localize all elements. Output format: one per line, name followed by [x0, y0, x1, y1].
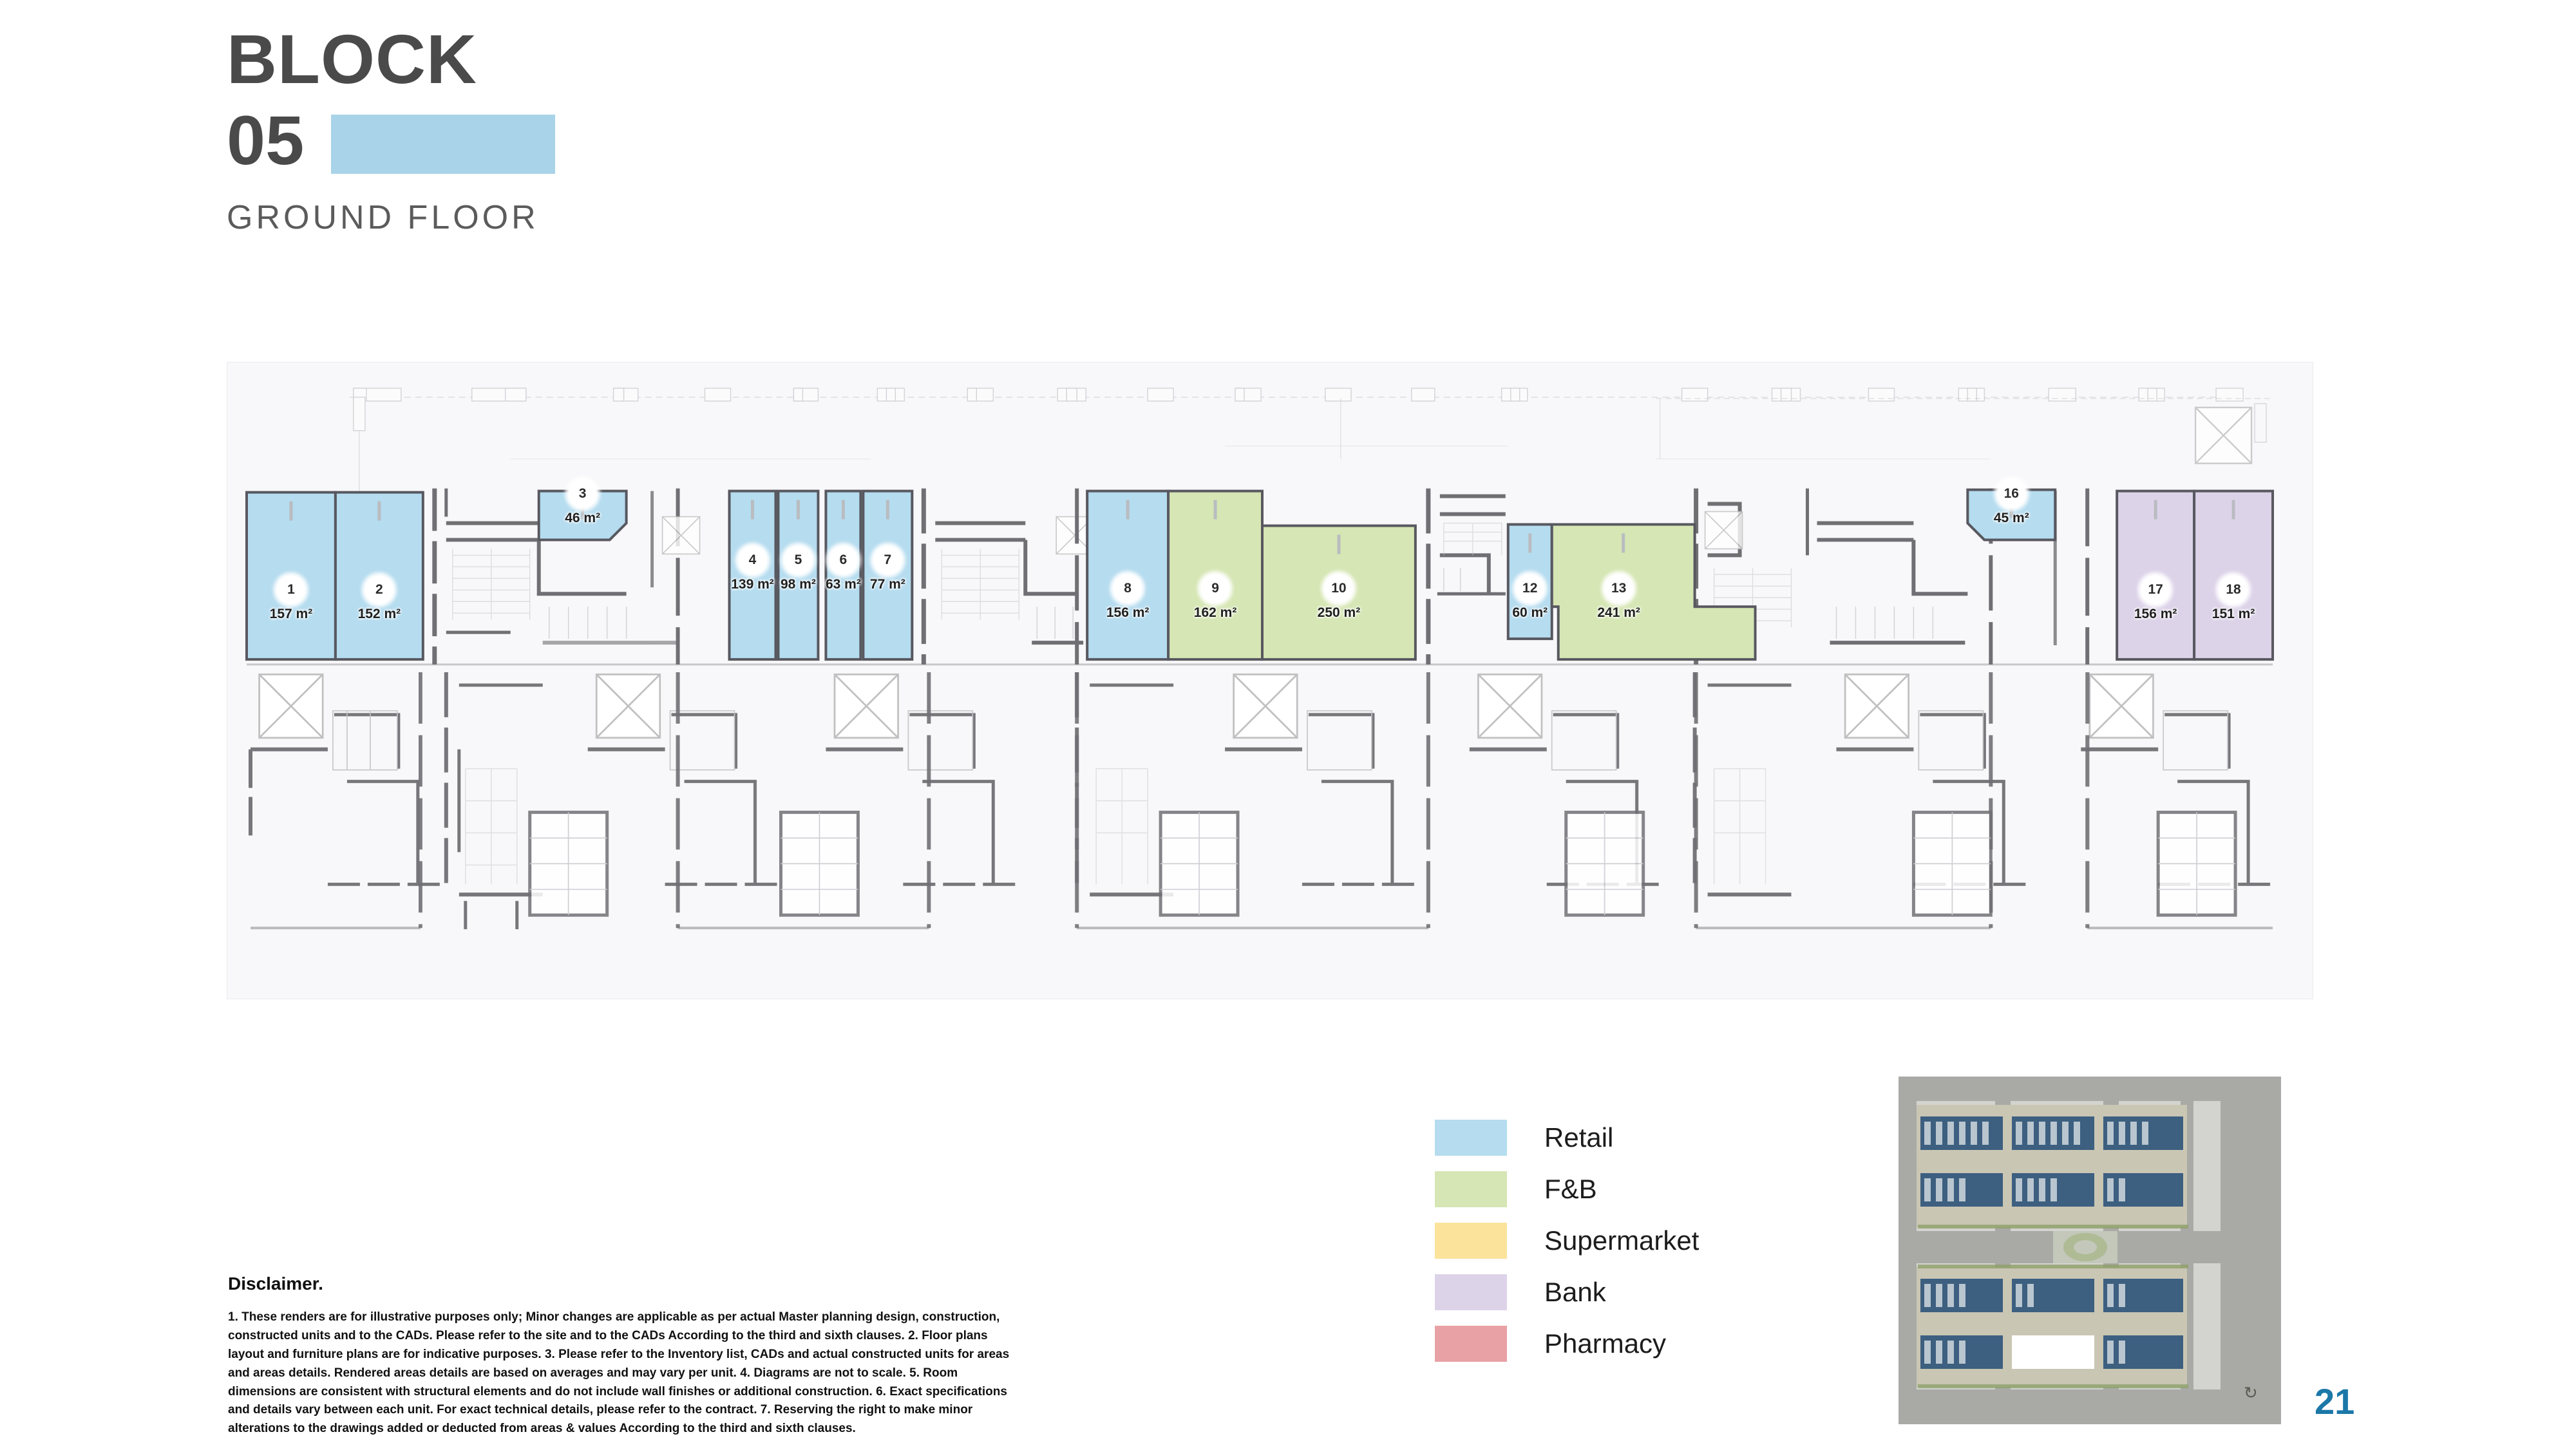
highlighted-block — [2012, 1335, 2094, 1369]
dimension-line-right — [1340, 398, 2275, 459]
unit-shape-6[interactable] — [824, 489, 862, 661]
block-number-row: 05 — [227, 101, 556, 179]
legend-item-retail: Retail — [1435, 1118, 1699, 1158]
legend-item-bank: Bank — [1435, 1272, 1699, 1312]
floor-plan-drawing — [227, 362, 2313, 999]
unit-shapes — [245, 488, 2275, 661]
title-color-swatch — [331, 115, 556, 174]
legend-label: Retail — [1544, 1122, 1614, 1153]
dimension-line-top — [349, 388, 2244, 491]
site-map-svg: ↻ — [1899, 1077, 2281, 1424]
legend-label: Pharmacy — [1544, 1328, 1667, 1359]
legend-item-supermarket: Supermarket — [1435, 1221, 1699, 1261]
structural-walls-mid-right — [1426, 488, 1506, 665]
structural-walls-upper — [432, 488, 701, 665]
legend-label: F&B — [1544, 1174, 1597, 1204]
grid-guides — [510, 446, 1991, 460]
residential-band — [246, 663, 2275, 930]
disclaimer-body: 1. These renders are for illustrative pu… — [228, 1310, 1010, 1436]
legend-swatch — [1435, 1326, 1507, 1362]
unit-shape-7[interactable] — [862, 489, 914, 661]
disclaimer-heading: Disclaimer. — [228, 1274, 323, 1294]
unit-shape-13[interactable] — [1550, 523, 1757, 661]
title-block: BLOCK 05 GROUND FLOOR — [227, 20, 556, 237]
legend-swatch — [1435, 1171, 1507, 1207]
legend-item-fb: F&B — [1435, 1169, 1699, 1209]
riser-top-right — [2254, 403, 2267, 443]
legend-swatch — [1435, 1120, 1507, 1156]
unit-shape-4[interactable] — [728, 489, 777, 661]
structural-walls-mid-left — [921, 488, 1094, 665]
unit-shape-18[interactable] — [2193, 489, 2275, 661]
legend-swatch — [1435, 1274, 1507, 1310]
legend-item-pharmacy: Pharmacy — [1435, 1324, 1699, 1364]
site-map-thumbnail[interactable]: ↻ — [1899, 1077, 2281, 1424]
unit-shape-5[interactable] — [777, 489, 820, 661]
floor-plan-svg — [227, 362, 2313, 999]
block-word: BLOCK — [227, 20, 477, 98]
shaft-icon-top-right — [2194, 406, 2253, 464]
page-number: 21 — [2315, 1381, 2355, 1422]
legend-swatch — [1435, 1223, 1507, 1259]
legend-label: Bank — [1544, 1277, 1606, 1307]
compass-icon: ↻ — [2244, 1383, 2258, 1402]
floor-label: GROUND FLOOR — [227, 199, 539, 236]
disclaimer: Disclaimer. 1. These renders are for ill… — [228, 1274, 1027, 1438]
legend-label: Supermarket — [1544, 1225, 1700, 1256]
block-number: 05 — [227, 101, 305, 179]
